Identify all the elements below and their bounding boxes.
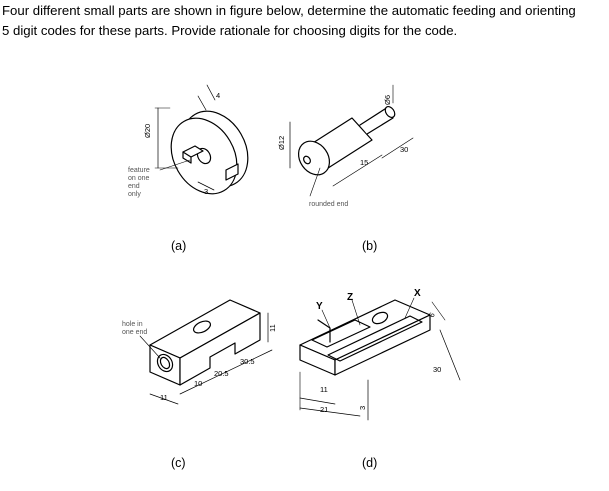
question-text: Four different small parts are shown in … bbox=[2, 1, 607, 41]
question-line-2: 5 digit codes for these parts. Provide r… bbox=[2, 23, 458, 38]
part-d-dim-21: 21 bbox=[320, 405, 328, 414]
part-c-dim-10: 10 bbox=[194, 379, 202, 388]
part-a-note-2: on one bbox=[128, 175, 150, 182]
part-b-dim-30: 30 bbox=[400, 145, 408, 154]
part-d-axis-x: X bbox=[414, 288, 421, 299]
part-c-dim-30-5: 30.5 bbox=[240, 357, 255, 366]
part-d-axis-y: Y bbox=[316, 301, 323, 312]
part-b-tip-diameter: Ø6 bbox=[383, 95, 392, 105]
part-a-diameter-dim: Ø20 bbox=[143, 124, 152, 138]
part-c-note-1: hole in bbox=[122, 321, 143, 328]
part-a-drawing bbox=[154, 84, 249, 195]
part-d-caption: (d) bbox=[362, 456, 377, 470]
part-a-dim-3: 3 bbox=[204, 187, 208, 196]
part-d-dim-6: 6 bbox=[427, 311, 437, 319]
part-a-dim-4: 4 bbox=[216, 91, 220, 100]
part-c-dim-11a: 11 bbox=[160, 393, 168, 402]
part-d-drawing bbox=[299, 297, 461, 421]
part-b-note: rounded end bbox=[309, 201, 348, 208]
part-b-drawing bbox=[289, 84, 414, 197]
part-c-dim-20-5: 20.5 bbox=[214, 369, 229, 378]
part-c-caption: (c) bbox=[171, 456, 186, 470]
part-c-drawing bbox=[139, 299, 273, 405]
question-line-1: Four different small parts are shown in … bbox=[2, 3, 576, 18]
part-d-dim-30: 30 bbox=[433, 365, 441, 374]
part-d-axis-z: Z bbox=[347, 292, 353, 303]
part-b-dim-15: 15 bbox=[360, 158, 368, 167]
part-d-dim-3: 3 bbox=[358, 406, 367, 410]
part-a-caption: (a) bbox=[171, 239, 186, 253]
part-d-dim-11: 11 bbox=[320, 385, 328, 394]
part-a-note-3: end bbox=[128, 183, 140, 190]
part-a-note-4: only bbox=[128, 191, 141, 198]
part-a-note-1: feature bbox=[128, 167, 150, 174]
part-c-dim-11b: 11 bbox=[268, 324, 277, 332]
part-b-caption: (b) bbox=[362, 239, 377, 253]
part-c-note-2: one end bbox=[122, 329, 147, 336]
part-b-diameter-dim: Ø12 bbox=[277, 136, 286, 150]
